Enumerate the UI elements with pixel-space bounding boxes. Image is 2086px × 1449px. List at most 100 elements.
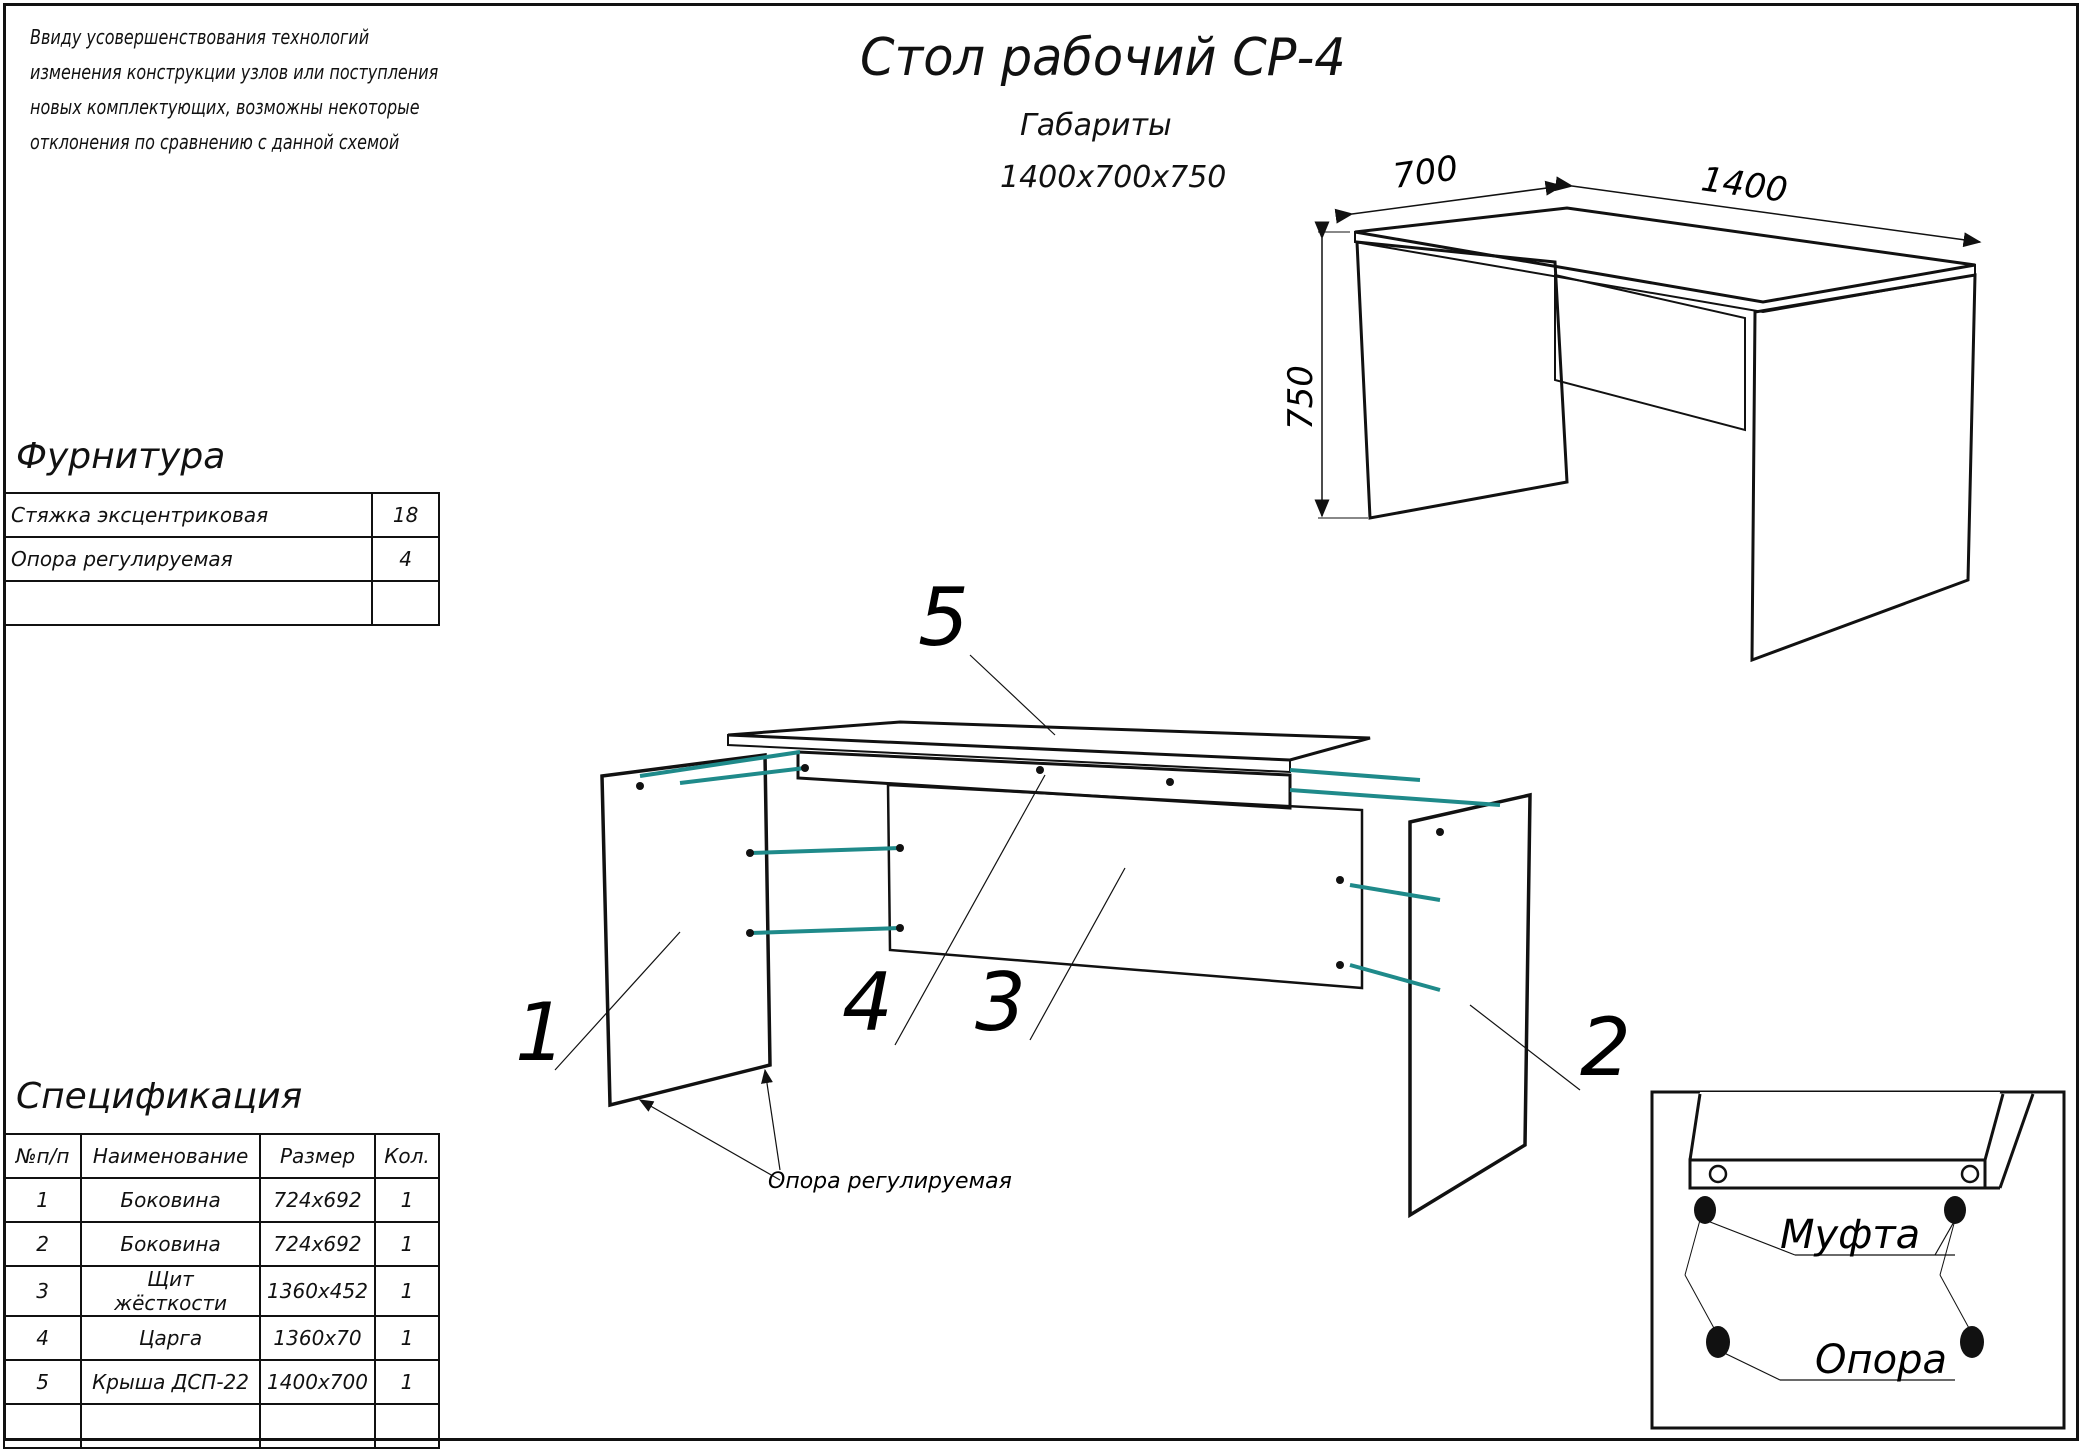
spec-size xyxy=(259,1403,376,1449)
note-line: новых комплектующих, возможны некоторые xyxy=(30,95,420,119)
spec-num: 2 xyxy=(2,1221,83,1267)
fittings-title: Фурнитура xyxy=(16,436,226,477)
support-leader-right xyxy=(761,1068,781,1171)
spec-name: Щит жёсткости xyxy=(80,1265,262,1317)
spec-table: №п/п Наименование Размер Кол. 1 Боковина… xyxy=(2,1133,441,1449)
support-foot-icons xyxy=(1706,1326,1984,1358)
leader-5 xyxy=(969,654,1056,736)
header-num: №п/п xyxy=(2,1133,83,1179)
connector xyxy=(749,926,901,935)
dim-depth-label: 700 xyxy=(1391,148,1461,197)
dim-line-depth xyxy=(1334,180,1564,224)
modesty-panel xyxy=(1554,273,1746,432)
leader-1 xyxy=(554,931,681,1071)
callout-2: 2 xyxy=(1580,1001,1631,1094)
spec-name: Царга xyxy=(80,1315,262,1361)
side-panel-left xyxy=(1355,240,1569,520)
spec-name: Крыша ДСП-22 xyxy=(80,1359,262,1405)
assembled-view xyxy=(1314,176,1982,663)
header-name: Наименование xyxy=(80,1133,262,1179)
coupling-icon xyxy=(1694,1196,1716,1224)
spec-qty: 1 xyxy=(373,1315,441,1361)
leader-4 xyxy=(894,774,1046,1046)
coupling-label: Муфта xyxy=(1780,1212,1920,1258)
spec-qty: 1 xyxy=(373,1177,441,1223)
callout-1: 1 xyxy=(515,986,566,1079)
spec-title: Спецификация xyxy=(16,1076,303,1117)
spec-qty: 1 xyxy=(373,1265,441,1317)
table-row: Опора регулируемая 4 xyxy=(2,536,440,582)
overall-dimensions: 1400х700х750 xyxy=(1000,160,1227,195)
coupling-hole-right xyxy=(1960,1164,1980,1184)
table-top xyxy=(1354,206,1976,304)
callout-3: 3 xyxy=(975,956,1026,1049)
fitting-name: Опора регулируемая xyxy=(2,536,374,582)
spec-num: 3 xyxy=(2,1265,83,1317)
connector xyxy=(749,846,901,855)
spec-name: Боковина xyxy=(80,1177,262,1223)
drawing-subtitle: Габариты xyxy=(1020,108,1172,143)
support-label: Опора регулируемая xyxy=(768,1169,1012,1194)
fitting-qty: 4 xyxy=(371,536,440,582)
connector xyxy=(639,750,801,778)
connector xyxy=(1349,883,1441,902)
coupling-icons xyxy=(1694,1196,1966,1224)
spec-num: 1 xyxy=(2,1177,83,1223)
spec-size: 1360х452 xyxy=(259,1265,376,1317)
table-row: 2 Боковина 724х692 1 xyxy=(2,1221,441,1267)
detail-view xyxy=(1650,1090,2066,1430)
header-qty: Кол. xyxy=(373,1133,441,1179)
table-row: 4 Царга 1360х70 1 xyxy=(2,1315,441,1361)
coupling-hole-left xyxy=(1708,1164,1728,1184)
dim-line-width xyxy=(1554,176,1982,248)
table-row: 5 Крыша ДСП-22 1400х700 1 xyxy=(2,1359,441,1405)
table-row: 3 Щит жёсткости 1360х452 1 xyxy=(2,1265,441,1317)
support-foot-icon xyxy=(1706,1326,1730,1358)
table-row xyxy=(2,1403,441,1449)
note-line: изменения конструкции узлов или поступле… xyxy=(30,60,439,84)
part-3-stiffener xyxy=(886,783,1364,990)
table-header-row: №п/п Наименование Размер Кол. xyxy=(2,1133,441,1179)
detail-support-label: Опора xyxy=(1815,1337,1947,1383)
connector xyxy=(1349,963,1441,992)
leader-2 xyxy=(1469,1004,1581,1091)
dim-width-label: 1400 xyxy=(1699,159,1790,211)
connector xyxy=(679,766,806,785)
spec-size: 1400х700 xyxy=(259,1359,376,1405)
note-line: Ввиду усовершенствования технологий xyxy=(30,25,370,49)
spec-qty: 1 xyxy=(373,1221,441,1267)
connector xyxy=(1289,768,1421,782)
header-size: Размер xyxy=(259,1133,376,1179)
fitting-qty xyxy=(371,580,440,626)
drawing-sheet xyxy=(3,3,2079,1441)
dim-height-label: 750 xyxy=(1281,365,1321,430)
spec-qty: 1 xyxy=(373,1359,441,1405)
spec-num: 5 xyxy=(2,1359,83,1405)
table-row: 1 Боковина 724х692 1 xyxy=(2,1177,441,1223)
part-1-side xyxy=(600,753,772,1108)
table-row: Стяжка эксцентриковая 18 xyxy=(2,492,440,538)
leader-3 xyxy=(1029,867,1126,1041)
fitting-qty: 18 xyxy=(371,492,440,538)
coupling-icon xyxy=(1944,1196,1966,1224)
spec-num: 4 xyxy=(2,1315,83,1361)
spec-size: 724х692 xyxy=(259,1177,376,1223)
connector xyxy=(1289,788,1501,807)
support-leader-left xyxy=(638,1099,781,1181)
support-foot-icon xyxy=(1960,1326,1984,1358)
spec-size: 724х692 xyxy=(259,1221,376,1267)
revision-note: Ввиду усовершенствования технологий изме… xyxy=(30,20,438,160)
callout-4: 4 xyxy=(842,956,893,1049)
spec-name: Боковина xyxy=(80,1221,262,1267)
fitting-name xyxy=(2,580,374,626)
note-line: отклонения по сравнению с данной схемой xyxy=(30,130,400,154)
fittings-table: Стяжка эксцентриковая 18 Опора регулируе… xyxy=(2,492,440,626)
drawing-title: Стол рабочий СР-4 xyxy=(860,28,1346,88)
exploded-view xyxy=(554,654,1581,1219)
side-panel-right xyxy=(1750,273,1977,663)
table-row xyxy=(2,580,440,626)
spec-size: 1360х70 xyxy=(259,1315,376,1361)
fitting-name: Стяжка эксцентриковая xyxy=(2,492,374,538)
connector-holes xyxy=(636,764,1444,969)
